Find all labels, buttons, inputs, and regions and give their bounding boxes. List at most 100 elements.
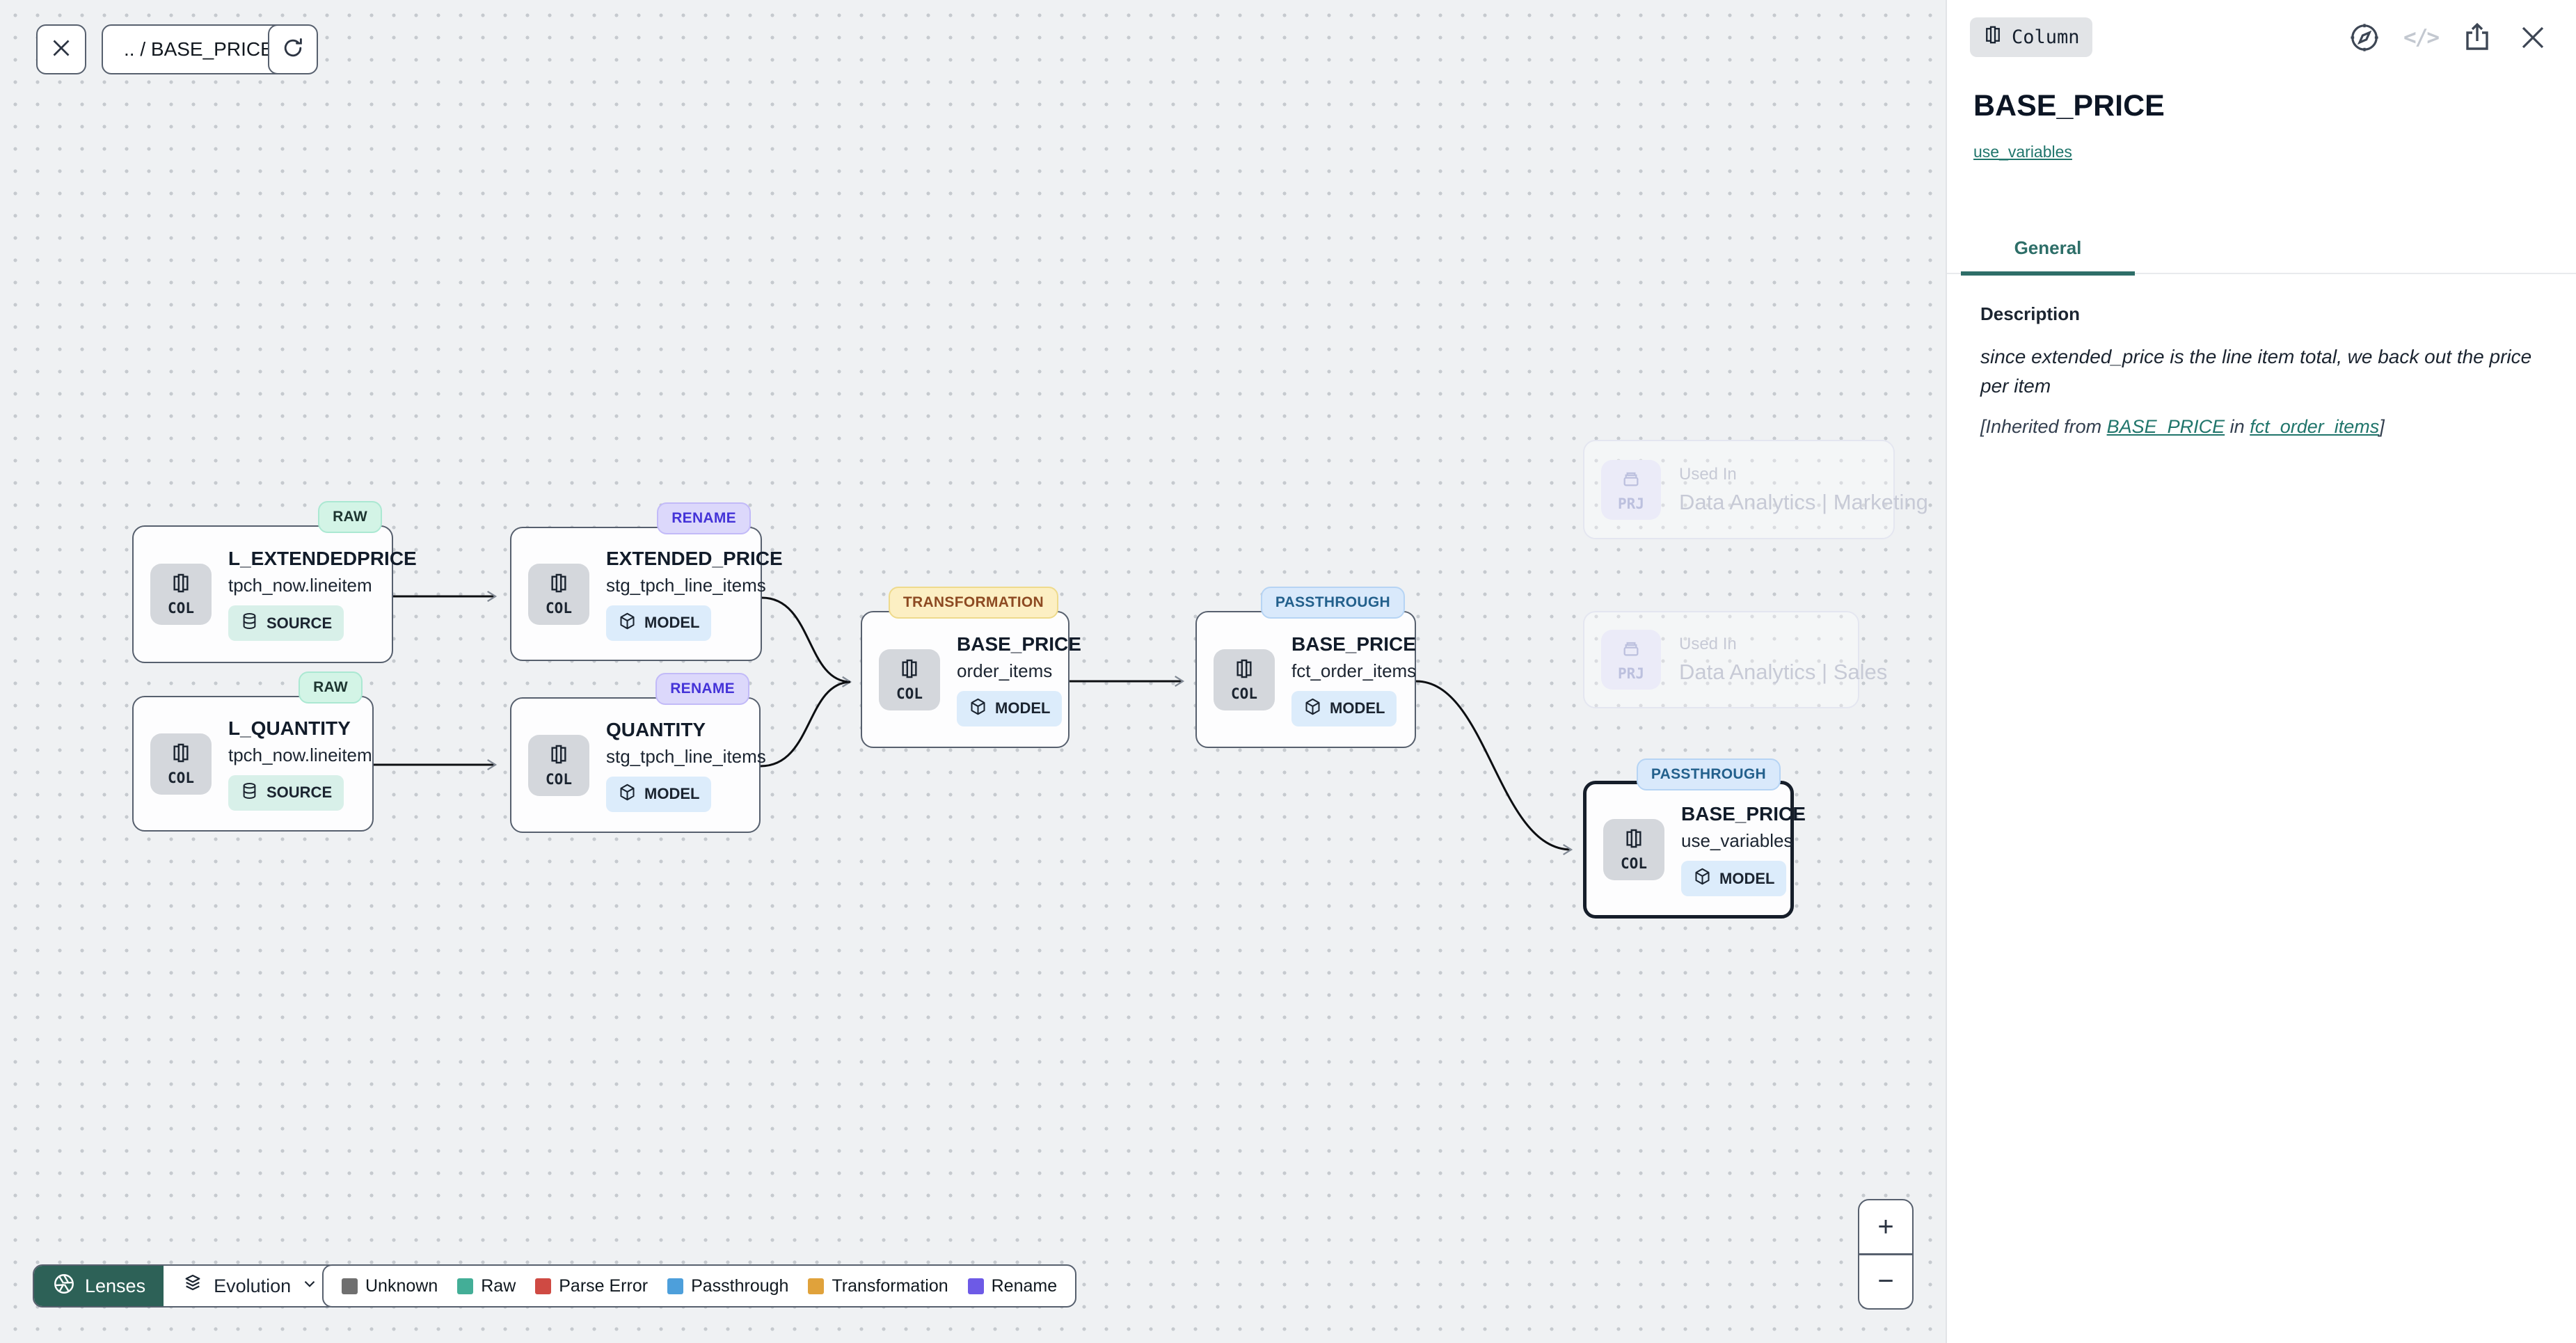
inherited-text: in — [2225, 416, 2250, 437]
node-type-chip: SOURCE — [228, 605, 344, 641]
column-kind-chip: COL — [150, 733, 212, 795]
legend-swatch — [667, 1278, 684, 1294]
column-icon — [548, 743, 570, 769]
description-body: since extended_price is the line item to… — [1980, 346, 2532, 397]
node-subtitle: tpch_now.lineitem — [228, 575, 372, 596]
node-subtitle: fct_order_items — [1291, 660, 1417, 681]
node-type-chip: MODEL — [1681, 861, 1787, 896]
node-subtitle: stg_tpch_line_items — [606, 745, 766, 767]
lineage-node-l-quantity[interactable]: RAW COL L_QUANTITY tpch_now.lineitem SOU… — [132, 672, 374, 832]
lineage-canvas[interactable]: .. / BASE_PRICE PRJ Used In Data Analyti… — [0, 0, 1946, 1343]
entity-type-label: Column — [2012, 26, 2080, 48]
lenses-button[interactable]: Lenses — [34, 1266, 164, 1306]
status-badge: RAW — [318, 501, 382, 533]
legend-item-transformation: Transformation — [808, 1276, 948, 1296]
column-kind-chip: COL — [1603, 819, 1664, 880]
column-icon — [170, 572, 192, 598]
description-inherited: [Inherited from BASE_PRICE in fct_order_… — [1980, 416, 2544, 438]
node-subtitle: order_items — [957, 660, 1053, 681]
project-chip: PRJ — [1601, 630, 1661, 690]
compass-icon[interactable] — [2348, 21, 2381, 54]
column-kind-chip: COL — [528, 734, 589, 796]
lineage-node-extended-price[interactable]: RENAME COL EXTENDED_PRICE stg_tpch_line_… — [510, 502, 783, 661]
lenses-label: Lenses — [85, 1275, 146, 1296]
cube-icon — [618, 612, 637, 635]
used-in-label: Used In — [1679, 464, 1737, 484]
legend-swatch — [808, 1278, 825, 1294]
lineage-node-l-extendedprice[interactable]: RAW COL L_EXTENDEDPRICE tpch_now.lineite… — [132, 501, 417, 663]
used-in-label: Used In — [1679, 635, 1737, 653]
close-icon — [49, 35, 74, 64]
column-kind-chip: COL — [1214, 649, 1275, 710]
inherited-model-link[interactable]: fct_order_items — [2250, 416, 2380, 437]
legend-swatch — [535, 1278, 552, 1294]
cube-icon — [618, 783, 637, 806]
inherited-column-link[interactable]: BASE_PRICE — [2106, 416, 2225, 437]
breadcrumb-label: .. / BASE_PRICE — [124, 38, 273, 60]
legend-item-passthrough: Passthrough — [667, 1276, 788, 1296]
node-title: BASE_PRICE — [1291, 633, 1416, 655]
legend-swatch — [967, 1278, 984, 1294]
legend-item-rename: Rename — [967, 1276, 1057, 1296]
node-subtitle: stg_tpch_line_items — [606, 574, 766, 596]
inherited-text: [Inherited from — [1980, 416, 2107, 437]
status-badge: PASSTHROUGH — [1260, 587, 1405, 619]
zoom-in-button[interactable]: + — [1877, 1211, 1894, 1242]
refresh-icon — [280, 35, 305, 64]
cube-icon — [1303, 697, 1322, 720]
zoom-divider — [1859, 1253, 1912, 1255]
share-icon[interactable] — [2460, 21, 2494, 54]
lens-mode-select[interactable]: Evolution — [164, 1266, 337, 1306]
column-icon — [898, 658, 921, 683]
lineage-node-base-price-fct-order-items[interactable]: PASSTHROUGH COL BASE_PRICE fct_order_ite… — [1195, 587, 1417, 748]
breadcrumb[interactable]: .. / BASE_PRICE — [102, 24, 296, 74]
close-lineage-button[interactable] — [36, 24, 86, 74]
node-subtitle: use_variables — [1681, 830, 1793, 851]
node-type-chip: MODEL — [1291, 690, 1397, 726]
column-kind-chip: COL — [150, 564, 212, 625]
lineage-node-base-price-order-items[interactable]: TRANSFORMATION COL BASE_PRICE order_item… — [861, 587, 1081, 748]
project-chip: PRJ — [1601, 459, 1661, 520]
refresh-button[interactable] — [268, 24, 318, 74]
node-type-chip: MODEL — [606, 776, 712, 812]
chevron-down-icon — [301, 1275, 319, 1298]
zoom-out-button[interactable]: − — [1877, 1266, 1894, 1297]
node-type-chip: MODEL — [957, 690, 1063, 726]
column-icon — [1233, 658, 1255, 683]
cube-icon — [1693, 867, 1712, 890]
panel-tabs: General — [1947, 221, 2576, 276]
page-title: BASE_PRICE — [1973, 89, 2165, 122]
lineage-node-quantity[interactable]: RENAME COL QUANTITY stg_tpch_line_items … — [510, 673, 766, 833]
column-icon — [548, 572, 570, 598]
close-icon[interactable] — [2516, 21, 2550, 54]
node-title: EXTENDED_PRICE — [606, 547, 783, 569]
column-icon — [1623, 827, 1645, 853]
used-in-value: Data Analytics | Sales — [1679, 660, 1888, 684]
tab-general[interactable]: General — [1961, 221, 2135, 276]
lineage-node-base-price-use-variables[interactable]: PASSTHROUGH COL BASE_PRICE use_variables… — [1583, 758, 1806, 919]
legend-swatch — [342, 1278, 358, 1294]
node-type-chip: MODEL — [606, 605, 712, 641]
node-title: BASE_PRICE — [957, 633, 1081, 655]
code-icon[interactable]: </> — [2403, 25, 2440, 50]
model-link[interactable]: use_variables — [1973, 143, 2072, 161]
panel-actions: </> — [2348, 21, 2550, 54]
layers-icon — [182, 1273, 204, 1300]
legend-item-parse-error: Parse Error — [535, 1276, 648, 1296]
description-heading: Description — [1980, 303, 2081, 324]
legend-swatch — [457, 1278, 474, 1294]
node-title: BASE_PRICE — [1681, 803, 1806, 825]
column-kind-chip: COL — [528, 563, 589, 625]
node-title: L_QUANTITY — [228, 717, 351, 739]
zoom-controls: + − — [1858, 1199, 1914, 1310]
column-kind-chip: COL — [879, 649, 940, 710]
lenses-control: Lenses Evolution — [33, 1264, 339, 1308]
details-panel: Column </> BASE_PRICE use_variables Gene… — [1946, 0, 2576, 1343]
node-subtitle: tpch_now.lineitem — [228, 744, 372, 765]
column-icon — [170, 742, 192, 768]
lens-mode-value: Evolution — [214, 1275, 292, 1296]
inherited-text: ] — [2379, 416, 2385, 437]
node-title: QUANTITY — [606, 718, 706, 740]
used-in-card: PRJ Used In Data Analytics | Marketing — [1583, 440, 1928, 539]
